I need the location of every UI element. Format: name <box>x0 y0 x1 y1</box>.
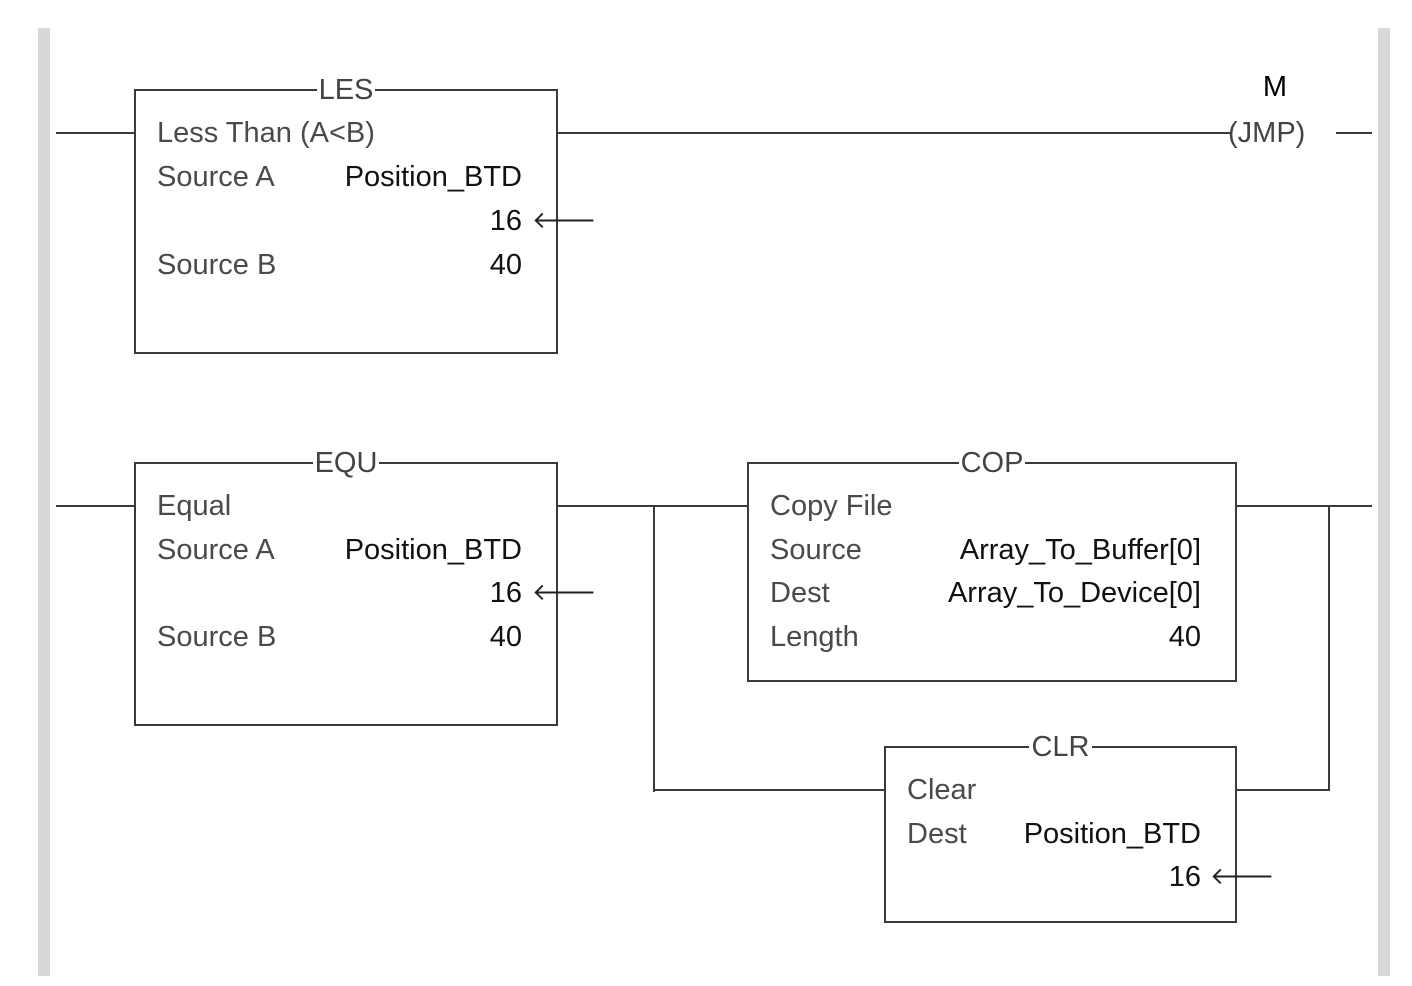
operand-value[interactable]: 40 <box>489 249 522 281</box>
right-power-rail <box>1378 28 1390 976</box>
wire <box>1328 505 1372 507</box>
branch-wire <box>1328 505 1330 791</box>
left-arrow-icon: 🡐 <box>1210 863 1275 890</box>
operand-tag[interactable]: Array_To_Device[0] <box>947 577 1201 609</box>
operand-label: Length <box>770 621 859 653</box>
wire <box>557 132 1230 134</box>
operand-value: 16 <box>1168 861 1201 893</box>
wire <box>557 505 748 507</box>
cop-instruction-block[interactable]: COP <box>747 447 1237 682</box>
jmp-instruction[interactable]: (JMP) <box>1228 117 1306 149</box>
branch-wire <box>653 789 885 791</box>
instruction-mnemonic: LES <box>316 74 376 106</box>
instruction-description: Equal <box>157 490 232 522</box>
operand-tag[interactable]: Position_BTD <box>344 534 522 566</box>
operand-label: Source A <box>157 161 275 193</box>
operand-value: 16 <box>489 577 522 609</box>
operand-value[interactable]: 40 <box>489 621 522 653</box>
operand-label: Source A <box>157 534 275 566</box>
wire <box>1236 505 1330 507</box>
instruction-description: Less Than (A<B) <box>157 117 375 149</box>
instruction-mnemonic: CLR <box>1029 731 1092 763</box>
branch-wire <box>1236 789 1330 791</box>
operand-label: Dest <box>907 818 967 850</box>
instruction-mnemonic: EQU <box>312 447 380 479</box>
operand-label: Source B <box>157 249 277 281</box>
operand-tag[interactable]: Position_BTD <box>1023 818 1201 850</box>
instruction-description: Copy File <box>770 490 893 522</box>
operand-tag[interactable]: Array_To_Buffer[0] <box>959 534 1201 566</box>
instruction-description: Clear <box>907 774 977 806</box>
jump-label[interactable]: M <box>1262 71 1288 103</box>
wire <box>56 132 134 134</box>
left-arrow-icon: 🡐 <box>532 207 597 234</box>
equ-instruction-block[interactable]: EQU <box>134 447 558 726</box>
wire <box>56 505 134 507</box>
wire <box>1336 132 1372 134</box>
branch-wire <box>653 505 655 792</box>
left-arrow-icon: 🡐 <box>532 579 597 606</box>
les-instruction-block[interactable]: LES <box>134 74 558 354</box>
operand-tag[interactable]: Position_BTD <box>344 161 522 193</box>
operand-label: Source <box>770 534 862 566</box>
instruction-mnemonic: COP <box>958 447 1026 479</box>
operand-value: 16 <box>489 205 522 237</box>
clr-instruction-block[interactable]: CLR <box>884 731 1237 923</box>
left-power-rail <box>38 28 50 976</box>
operand-label: Source B <box>157 621 277 653</box>
operand-label: Dest <box>770 577 830 609</box>
operand-value[interactable]: 40 <box>1168 621 1201 653</box>
